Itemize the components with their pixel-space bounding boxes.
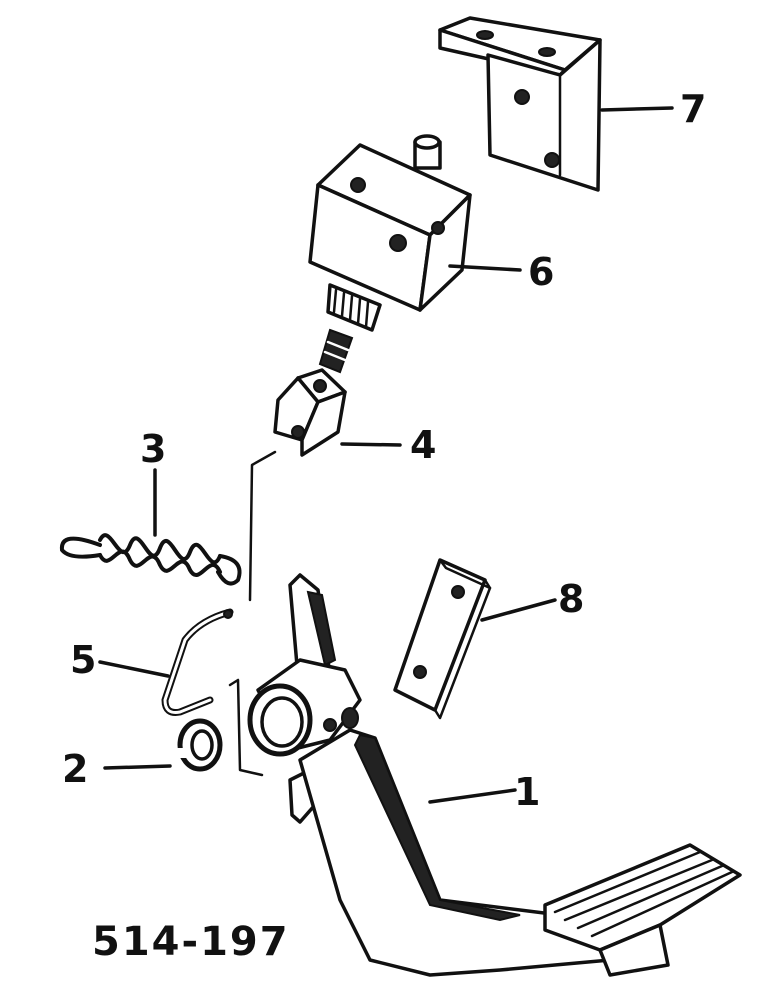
switch-block-part-6 — [308, 134, 472, 374]
callout-3: 3 — [140, 427, 166, 471]
snap-ring-part-2 — [176, 718, 223, 772]
link-rod-part-5 — [161, 608, 234, 716]
callout-2: 2 — [62, 747, 88, 791]
callout-7: 7 — [680, 87, 706, 131]
leader-lines — [98, 106, 674, 804]
assembly-guide-lines — [228, 450, 277, 777]
callout-6: 6 — [528, 250, 554, 294]
callout-4: 4 — [410, 423, 436, 467]
pedal-part-1 — [247, 573, 742, 977]
callout-8: 8 — [558, 577, 584, 621]
callout-5: 5 — [70, 638, 96, 682]
spring-part-3 — [59, 533, 242, 586]
bracket-part-7 — [438, 16, 602, 192]
connector-block-part-4 — [273, 368, 347, 457]
callout-labels: 1 2 3 4 5 6 7 8 — [62, 87, 706, 814]
plate-part-8 — [393, 558, 492, 720]
callout-1: 1 — [514, 770, 540, 814]
reference-number: 514-197 — [92, 919, 290, 965]
